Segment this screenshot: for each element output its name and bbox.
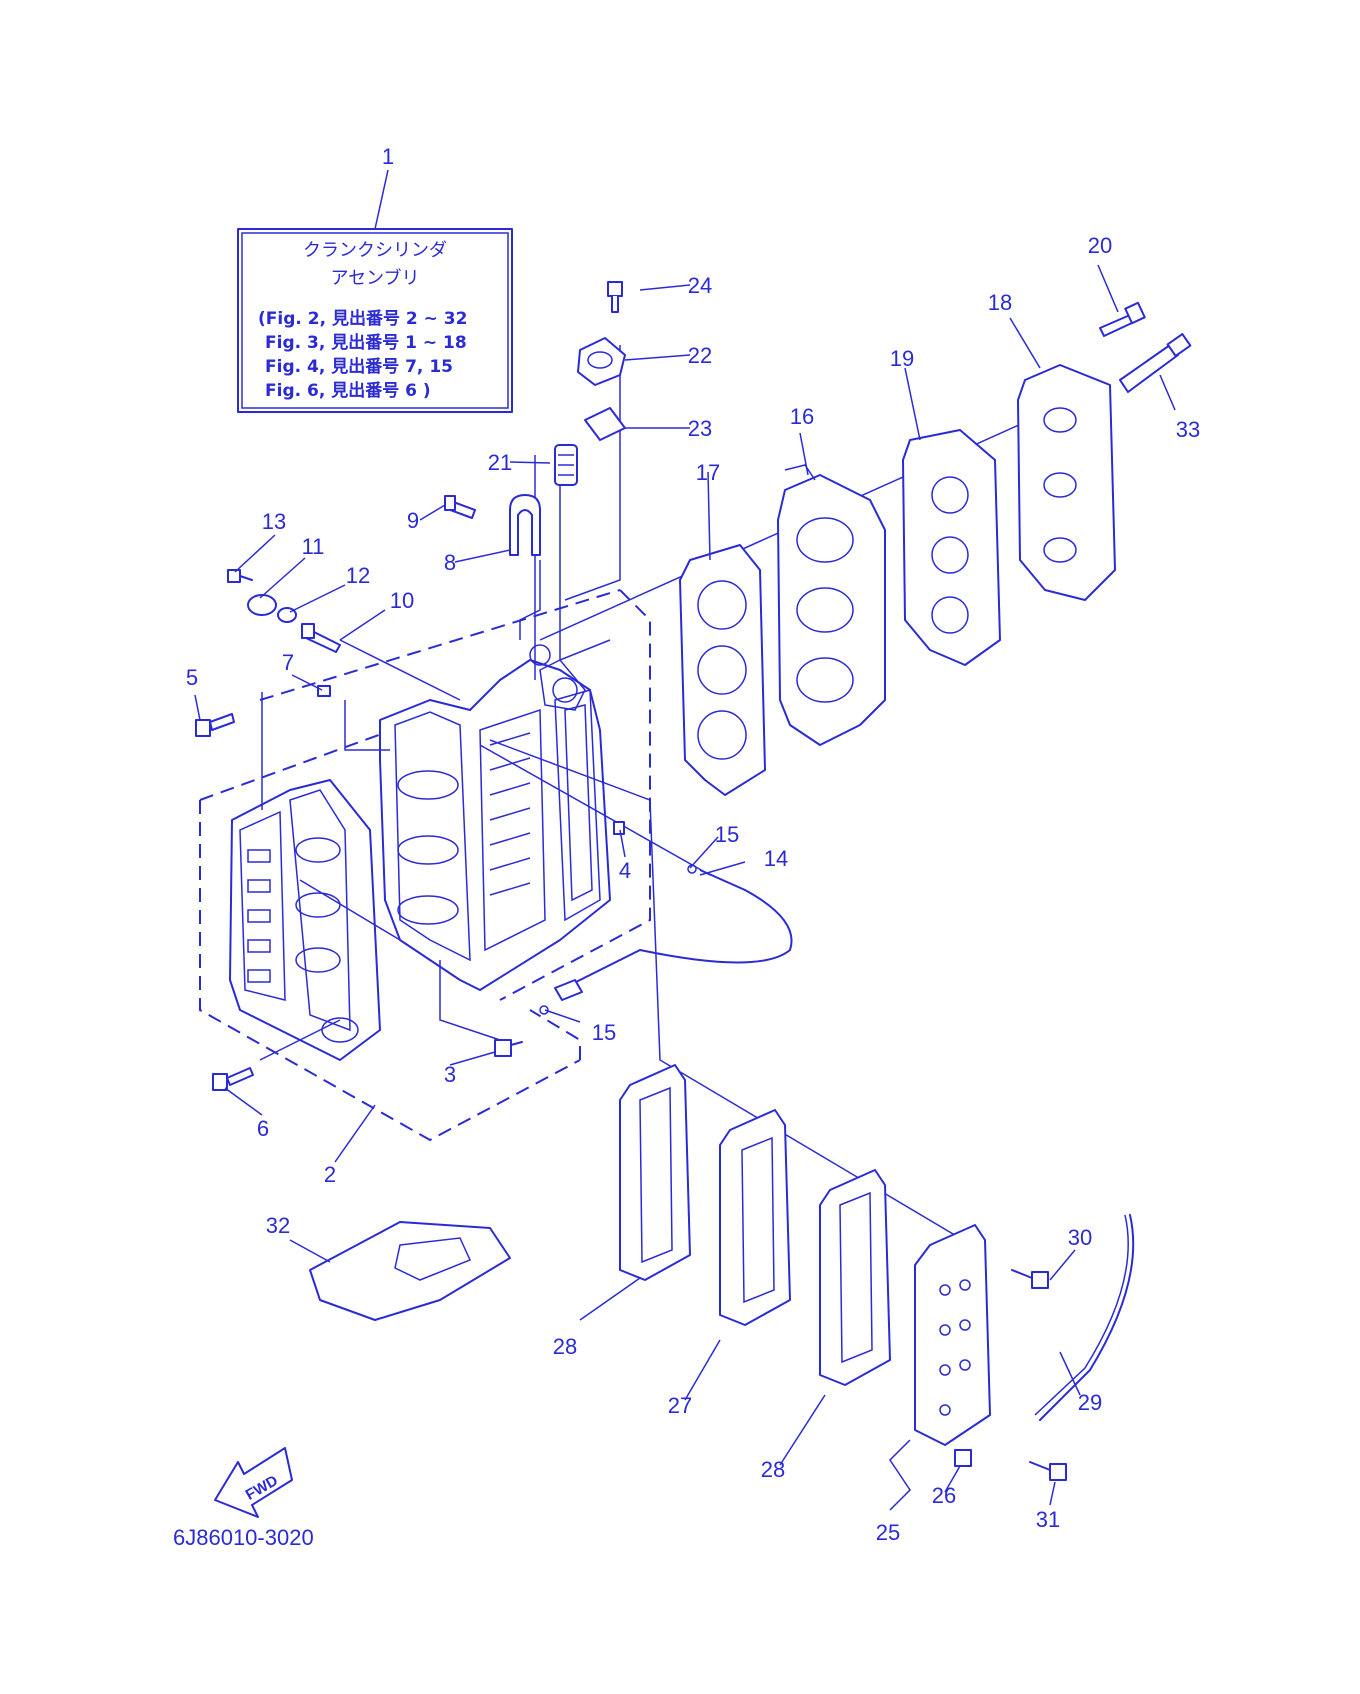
anode-26-part xyxy=(954,1449,972,1467)
cylinder-head-part xyxy=(777,464,886,746)
callout-8: 8 xyxy=(444,550,456,575)
bolt-6-part xyxy=(212,1067,254,1091)
title-ref-3: Fig. 4, 見出番号 7, 15 xyxy=(265,356,453,377)
callout-27: 27 xyxy=(668,1393,692,1418)
head-cover-part xyxy=(1017,364,1116,601)
callout-15-upper: 15 xyxy=(715,822,739,847)
dowel-4-part xyxy=(613,821,625,835)
callout-13: 13 xyxy=(262,509,286,534)
screw-13-part xyxy=(227,569,253,583)
callout-25: 25 xyxy=(876,1520,900,1545)
bolt-5-part xyxy=(195,713,235,737)
callout-11: 11 xyxy=(302,534,325,559)
bolt-20-part xyxy=(1099,301,1146,337)
head-cover-gasket-part xyxy=(902,429,1001,666)
bolt-31-part xyxy=(1029,1461,1067,1481)
callout-30: 30 xyxy=(1068,1225,1092,1250)
callout-17: 17 xyxy=(696,460,720,485)
title-line-2: アセンブリ xyxy=(330,267,419,289)
callout-1: 1 xyxy=(382,144,394,169)
callout-28-right: 28 xyxy=(761,1457,785,1482)
callout-29: 29 xyxy=(1078,1390,1102,1415)
exhaust-cover-part xyxy=(914,1224,991,1446)
drawing-code: 6J86010-3020 xyxy=(173,1525,314,1550)
callout-20: 20 xyxy=(1088,233,1112,258)
exhaust-gasket-right-part xyxy=(819,1169,891,1386)
callout-23: 23 xyxy=(688,416,712,441)
head-gasket-part xyxy=(679,544,766,796)
callout-31: 31 xyxy=(1036,1507,1060,1532)
assembly-title-box: クランクシリンダ アセンブリ (Fig. 2, 見出番号 2 ~ 32 Fig.… xyxy=(237,228,513,413)
bolt-3-part xyxy=(494,1039,523,1057)
crankcase-part xyxy=(229,779,381,1061)
title-ref-2: Fig. 3, 見出番号 1 ~ 18 xyxy=(265,332,467,353)
plate-11-part xyxy=(247,594,277,616)
callout-4: 4 xyxy=(619,858,631,883)
callout-3: 3 xyxy=(444,1062,456,1087)
callout-28-left: 28 xyxy=(553,1334,577,1359)
callout-24: 24 xyxy=(688,273,712,298)
callout-12: 12 xyxy=(346,563,370,588)
bolt-10-part xyxy=(301,623,341,653)
hose-29-part xyxy=(1034,1214,1135,1421)
callout-15-lower: 15 xyxy=(592,1020,616,1045)
thermostat-gasket-part xyxy=(584,407,626,441)
bolt-24-part xyxy=(607,281,623,313)
base-gasket-part xyxy=(309,1221,511,1321)
callout-19: 19 xyxy=(890,346,914,371)
thermostat-cover-part xyxy=(577,337,626,386)
cap-8-part xyxy=(509,494,541,556)
callout-9: 9 xyxy=(407,508,419,533)
callout-22: 22 xyxy=(688,343,712,368)
exhaust-inner-plate-part xyxy=(719,1109,791,1326)
callout-26: 26 xyxy=(932,1483,956,1508)
callout-5: 5 xyxy=(186,665,198,690)
callout-numbers: 1 2 3 4 5 6 7 8 9 10 11 12 13 14 15 15 1… xyxy=(186,144,1200,1545)
exhaust-gasket-left-part xyxy=(619,1064,691,1281)
callout-33: 33 xyxy=(1176,417,1200,442)
callout-14: 14 xyxy=(764,846,788,871)
dowel-7-part xyxy=(317,685,331,697)
callout-6: 6 xyxy=(257,1116,269,1141)
bolt-9-part xyxy=(444,495,476,519)
forward-direction-arrow: FWD xyxy=(214,1447,293,1518)
cylinder-block-part xyxy=(379,644,611,991)
callout-32: 32 xyxy=(266,1213,290,1238)
title-line-1: クランクシリンダ xyxy=(303,240,447,261)
bolt-30-part xyxy=(1011,1269,1049,1289)
callout-21: 21 xyxy=(488,450,512,475)
spark-plug-part xyxy=(1119,333,1192,393)
thermostat-part xyxy=(554,444,578,486)
callout-16: 16 xyxy=(790,404,814,429)
title-ref-4: Fig. 6, 見出番号 6 ) xyxy=(265,380,431,401)
callout-leaders xyxy=(194,264,1176,1511)
callout-10: 10 xyxy=(390,588,414,613)
callout-7: 7 xyxy=(282,650,294,675)
callout-2: 2 xyxy=(324,1162,336,1187)
callout-18: 18 xyxy=(988,290,1012,315)
title-ref-1: (Fig. 2, 見出番号 2 ~ 32 xyxy=(258,308,467,329)
